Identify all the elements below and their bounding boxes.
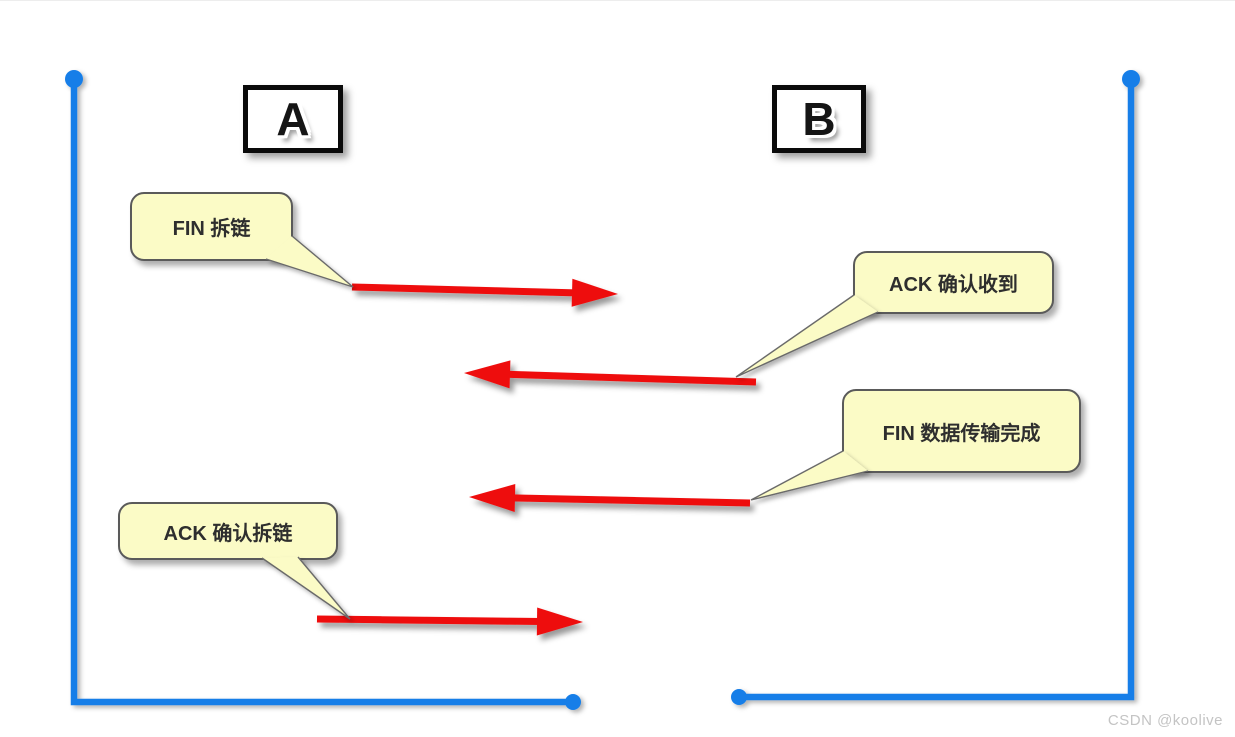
callout-ack-received: ACK 确认收到 (853, 251, 1054, 314)
lifeline-b (731, 70, 1140, 705)
message-arrow-3 (469, 483, 751, 512)
lifeline-a-top-dot (65, 70, 83, 88)
lifeline-a-end-dot (565, 694, 581, 710)
watermark: CSDN @koolive (1107, 712, 1223, 729)
callout-fin-teardown: FIN 拆链 (130, 192, 293, 261)
callout-tail-ack-teardown (261, 556, 351, 620)
callout-fin-complete: FIN 数据传输完成 (842, 389, 1081, 473)
node-b-box: B (772, 85, 866, 153)
callout-ack-teardown: ACK 确认拆链 (118, 502, 338, 560)
message-arrow-2 (464, 360, 757, 389)
lifeline-b-top-dot (1122, 70, 1140, 88)
callout-fin-teardown-label: FIN 拆链 (172, 218, 251, 240)
node-a-box: A (243, 85, 343, 153)
callout-fin-complete-label: FIN 数据传输完成 (882, 422, 1041, 445)
callout-ack-received-label: ACK 确认收到 (889, 274, 1018, 296)
message-arrows (316, 278, 757, 636)
lifeline-b-end-dot (731, 689, 747, 705)
callout-ack-teardown-label: ACK 确认拆链 (163, 522, 293, 545)
node-a-label: A (276, 93, 310, 145)
message-arrow-1 (351, 278, 618, 307)
lifeline-a (65, 70, 581, 710)
message-arrow-4 (316, 607, 583, 636)
node-b-label: B (802, 93, 836, 145)
